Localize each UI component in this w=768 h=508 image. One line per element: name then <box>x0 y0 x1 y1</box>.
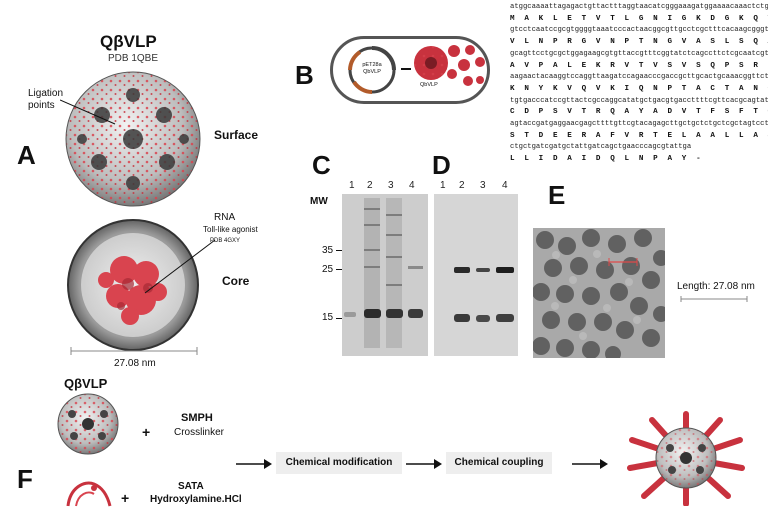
sequence-block: atggcaaaattagagactgttactttaggtaacatcggga… <box>510 2 768 166</box>
plasmid-label: pET28a QbVLP <box>362 62 382 75</box>
mw-label: MW <box>310 196 328 207</box>
plasmid-arrow <box>401 68 411 70</box>
aa-line: M A K L E T V T L G N I G K D G K Q T L <box>510 14 768 23</box>
length-label: Length: 27.08 nm <box>677 281 755 292</box>
plasmid-icon <box>348 46 396 94</box>
gel-d-bands <box>434 194 518 356</box>
dna-line: gcagttcctgcgctggagaagcgtgttaccgtttcggtat… <box>510 49 768 58</box>
ligation-points-label: Ligation points <box>28 88 64 111</box>
tem-particles <box>533 228 665 358</box>
plus-sign-1: + <box>142 424 151 440</box>
marker-tick <box>336 250 342 251</box>
aa-line: K N Y K V Q V K I Q N P T A C T A N G S <box>510 84 768 93</box>
gel-d <box>434 194 518 356</box>
arrow-2 <box>406 459 442 469</box>
hydroxylamine-label: Hydroxylamine.HCl <box>150 494 242 505</box>
pdb2-label: PDB 4GXY <box>210 238 241 244</box>
aa-line: L L I D A I D Q L N P A Y - <box>510 155 704 164</box>
antigen-fragment-icon <box>66 481 112 507</box>
toll-agonist-label: Toll-like agonist <box>203 225 258 234</box>
expression-capsule <box>330 36 490 104</box>
rna-pointer-line <box>144 239 216 294</box>
gel-d-lane-4: 4 <box>502 180 508 191</box>
gel-d-lane-2: 2 <box>459 180 465 191</box>
vlp-surface-sphere <box>65 71 201 207</box>
dna-line: tgtgacccatccgttactcgccaggcatatgctgacgtga… <box>510 96 768 105</box>
dna-line: ctgctgatcgatgctattgatcagctgaacccagcgtatt… <box>510 143 692 152</box>
step-chemical-coupling: Chemical coupling <box>446 452 552 474</box>
panel-a-title: QβVLP <box>100 32 157 51</box>
panel-letter-e: E <box>548 180 566 210</box>
panel-f-title: QβVLP <box>64 376 108 391</box>
gel-d-lane-3: 3 <box>480 180 486 191</box>
smph-label: SMPH <box>181 412 213 424</box>
aa-line: S T D E E R A F V R T E L A A L L A S P <box>510 131 768 140</box>
vlp-cluster-icon <box>447 45 485 86</box>
panel-letter-f: F <box>17 464 33 494</box>
arrow-1 <box>236 459 272 469</box>
gel-d-lane-1: 1 <box>440 180 446 191</box>
step-chemical-modification: Chemical modification <box>276 452 402 474</box>
gel-c-lane-3: 3 <box>388 180 394 191</box>
panel-letter-d: D <box>432 150 451 180</box>
aa-line: A V P A L E K R V T V S V S Q P S R N R <box>510 61 768 70</box>
arrow-3 <box>572 459 608 469</box>
marker-25: 25 <box>322 264 334 275</box>
length-scale-bar <box>680 296 748 302</box>
gel-c <box>342 194 428 356</box>
dna-line: gtcctcaatccgcgtggggtaaatcccactaacggcgttg… <box>510 26 768 35</box>
dna-line: atggcaaaattagagactgttactttaggtaacatcggga… <box>510 3 768 11</box>
vlp-large-icon <box>414 46 448 80</box>
gel-c-lane-2: 2 <box>367 180 373 191</box>
aa-line: V L N P R G V N P T N G V A S L S Q A G <box>510 38 768 47</box>
core-label: Core <box>222 274 250 288</box>
gel-c-bands <box>342 194 428 356</box>
marker-tick <box>336 318 342 319</box>
tem-image <box>533 228 665 358</box>
sata-label: SATA <box>178 481 204 492</box>
panel-letter-b: B <box>295 60 314 90</box>
dna-line: aagaactacaaggtccaggttaagatccagaacccgaccg… <box>510 73 768 82</box>
crosslinker-label: Crosslinker <box>174 427 225 438</box>
dna-line: agtaccgatgaggaacgagcttttgttcgtacagagcttg… <box>510 120 768 129</box>
plus-sign-2: + <box>121 490 130 506</box>
aa-line: C D P S V T R Q A Y A D V T F S F T Q Y <box>510 108 768 117</box>
vlp-label: QbVLP <box>420 82 438 88</box>
surface-label: Surface <box>214 128 259 142</box>
decorated-vlp-icon <box>627 411 745 506</box>
rna-label: RNA <box>214 212 236 223</box>
scale-bar-label: 27.08 nm <box>114 358 156 369</box>
scale-bar <box>70 347 198 355</box>
panel-letter-a: A <box>17 140 36 170</box>
marker-35: 35 <box>322 245 334 256</box>
ligation-pointer-line <box>60 99 116 125</box>
vlp-core-sphere <box>67 219 199 351</box>
vlp-small-sphere <box>57 393 119 455</box>
marker-tick <box>336 269 342 270</box>
panel-letter-c: C <box>312 150 331 180</box>
panel-a-pdb: PDB 1QBE <box>108 53 159 64</box>
marker-15: 15 <box>322 312 334 323</box>
gel-c-lane-1: 1 <box>349 180 355 191</box>
gel-c-lane-4: 4 <box>409 180 415 191</box>
